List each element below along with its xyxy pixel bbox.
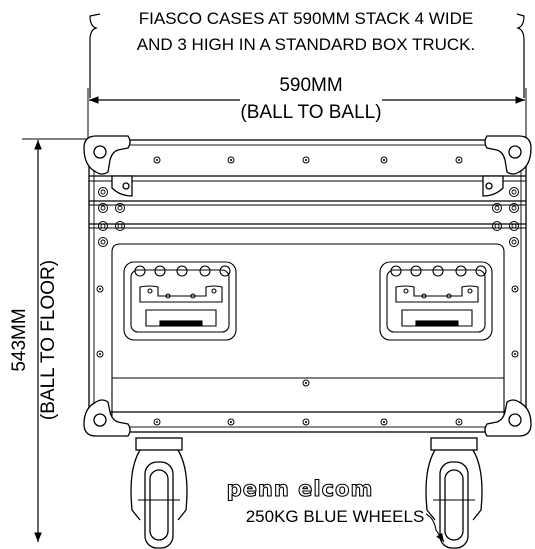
bolt-cluster-left [98,187,125,247]
corner-ball-bottom-right [484,399,532,437]
rivets [96,156,519,426]
handle-left [123,261,237,341]
width-qualifier: (BALL TO BALL) [240,102,381,123]
brand-logo: penn elcom [227,477,374,501]
wheels-leader-arrow [425,513,445,543]
note-bracket [89,13,525,98]
bolt-cluster-right [492,187,519,247]
case-outline [88,139,527,433]
front-panel [111,243,505,420]
corner-ball-top-left [83,135,133,197]
width-value: 590MM [279,75,342,96]
corner-ball-bottom-left [83,399,131,437]
corner-ball-top-right [482,135,532,197]
flight-case [88,139,527,433]
castor-wheel-left [130,437,188,549]
note-line-1: FIASCO CASES AT 590MM STACK 4 WIDE [139,9,473,28]
handle-right [379,261,493,341]
wheels-label: 250KG BLUE WHEELS [246,507,425,526]
castor-wheel-right [425,437,483,549]
case-inner-outline [93,144,522,428]
height-value: 543MM [9,308,30,371]
note-line-2: AND 3 HIGH IN A STANDARD BOX TRUCK. [137,35,476,54]
height-qualifier: (BALL TO FLOOR) [38,260,59,420]
